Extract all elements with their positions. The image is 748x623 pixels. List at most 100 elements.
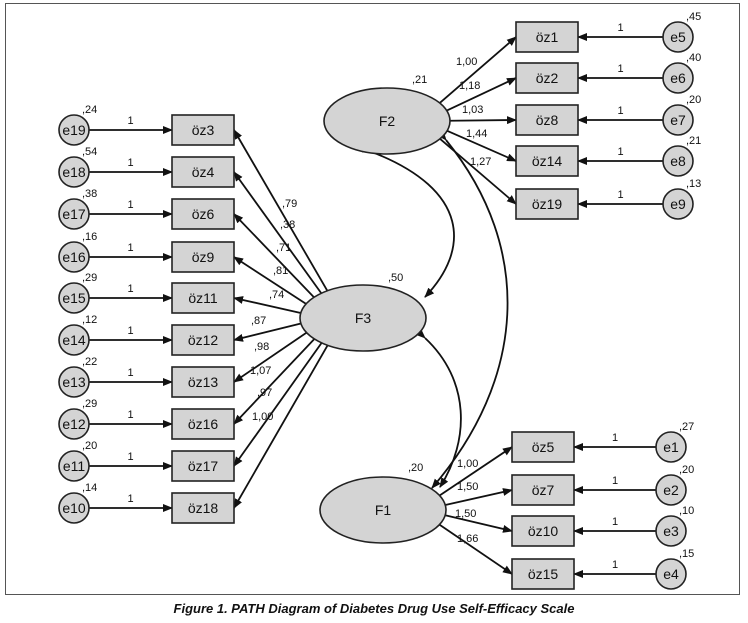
error-circle bbox=[58, 198, 90, 230]
error-variance-label: ,13 bbox=[686, 178, 701, 190]
loading-label: 1,50 bbox=[455, 508, 476, 520]
error-variance-label: ,20 bbox=[679, 464, 694, 476]
error-path-label: 1 bbox=[612, 475, 618, 487]
error-path-label: 1 bbox=[617, 63, 623, 75]
error-circle bbox=[58, 450, 90, 482]
loading-path-z4 bbox=[233, 171, 323, 294]
error-e7: e7 bbox=[662, 104, 694, 136]
latent-f3: F3 bbox=[299, 284, 427, 352]
indicator-box bbox=[511, 431, 575, 463]
loading-path-z6 bbox=[233, 213, 315, 298]
error-label: e18 bbox=[62, 164, 86, 180]
indicator-z13: öz13 bbox=[171, 366, 235, 398]
error-circle bbox=[58, 324, 90, 356]
indicator-z19: öz19 bbox=[515, 188, 579, 220]
error-e15: e15 bbox=[58, 282, 90, 314]
loading-path-z8 bbox=[449, 116, 517, 125]
loading-label: 1,18 bbox=[459, 80, 480, 92]
latent-label: F1 bbox=[375, 502, 392, 518]
error-circle bbox=[58, 241, 90, 273]
indicator-box bbox=[515, 145, 579, 177]
loading-label: ,74 bbox=[269, 289, 284, 301]
loading-label: ,81 bbox=[273, 265, 288, 277]
covariance-f2-f3 bbox=[362, 145, 455, 298]
latent-variance-label: ,21 bbox=[412, 74, 427, 86]
indicator-z4: öz4 bbox=[171, 156, 235, 188]
error-path-label: 1 bbox=[127, 157, 133, 169]
error-label: e4 bbox=[663, 566, 679, 582]
error-circle bbox=[655, 474, 687, 506]
loading-path-z14 bbox=[446, 129, 517, 162]
error-path-label: 1 bbox=[127, 493, 133, 505]
error-circle bbox=[662, 21, 694, 53]
indicator-box bbox=[171, 492, 235, 524]
indicator-box bbox=[171, 450, 235, 482]
loading-path-z5 bbox=[439, 446, 513, 497]
latent-ellipse bbox=[319, 476, 447, 544]
error-variance-label: ,21 bbox=[686, 135, 701, 147]
indicator-z12: öz12 bbox=[171, 324, 235, 356]
indicator-z14: öz14 bbox=[515, 145, 579, 177]
error-variance-label: ,14 bbox=[82, 482, 97, 494]
loading-label: 1,00 bbox=[252, 411, 273, 423]
error-variance-label: ,20 bbox=[686, 94, 701, 106]
indicator-box bbox=[171, 156, 235, 188]
indicator-label: öz15 bbox=[528, 566, 559, 582]
error-label: e3 bbox=[663, 523, 679, 539]
indicator-label: öz13 bbox=[188, 374, 219, 390]
error-e4: e4 bbox=[655, 558, 687, 590]
error-circle bbox=[662, 188, 694, 220]
indicator-z3: öz3 bbox=[171, 114, 235, 146]
indicator-z18: öz18 bbox=[171, 492, 235, 524]
loading-label: 1,66 bbox=[457, 533, 478, 545]
indicator-box bbox=[511, 474, 575, 506]
loading-label: 1,03 bbox=[462, 104, 483, 116]
error-label: e13 bbox=[62, 374, 86, 390]
error-path-label: 1 bbox=[612, 559, 618, 571]
error-path-label: 1 bbox=[612, 432, 618, 444]
error-label: e16 bbox=[62, 249, 86, 265]
error-e13: e13 bbox=[58, 366, 90, 398]
indicator-label: öz2 bbox=[536, 70, 559, 86]
error-path-label: 1 bbox=[127, 367, 133, 379]
error-variance-label: ,24 bbox=[82, 104, 97, 116]
error-label: e6 bbox=[670, 70, 686, 86]
loading-path-z17 bbox=[233, 342, 323, 467]
indicator-box bbox=[171, 282, 235, 314]
covariance-f2-f1 bbox=[431, 130, 509, 489]
error-circle bbox=[58, 156, 90, 188]
error-variance-label: ,29 bbox=[82, 398, 97, 410]
paths-layer bbox=[89, 33, 663, 578]
indicator-box bbox=[511, 515, 575, 547]
indicator-label: öz8 bbox=[536, 112, 559, 128]
error-circle bbox=[58, 492, 90, 524]
error-label: e1 bbox=[663, 439, 679, 455]
error-circle bbox=[662, 145, 694, 177]
indicator-box bbox=[171, 114, 235, 146]
latent-label: F2 bbox=[379, 113, 396, 129]
latent-f1: F1 bbox=[319, 476, 447, 544]
indicator-label: öz16 bbox=[188, 416, 219, 432]
indicator-box bbox=[515, 21, 579, 53]
error-e6: e6 bbox=[662, 62, 694, 94]
error-variance-label: ,40 bbox=[686, 52, 701, 64]
error-variance-label: ,10 bbox=[679, 505, 694, 517]
loading-label: 1,50 bbox=[457, 481, 478, 493]
error-circle bbox=[58, 114, 90, 146]
error-circle bbox=[655, 515, 687, 547]
indicator-z2: öz2 bbox=[515, 62, 579, 94]
loading-path-z2 bbox=[446, 77, 517, 112]
loading-path-z10 bbox=[444, 514, 513, 533]
error-label: e9 bbox=[670, 196, 686, 212]
error-label: e17 bbox=[62, 206, 86, 222]
covariance-f3-f1 bbox=[415, 328, 462, 488]
latent-f2: F2 bbox=[323, 87, 451, 155]
indicator-z8: öz8 bbox=[515, 104, 579, 136]
indicator-box bbox=[171, 324, 235, 356]
indicator-box bbox=[171, 408, 235, 440]
loading-label: 1,27 bbox=[470, 156, 491, 168]
error-label: e5 bbox=[670, 29, 686, 45]
error-path-label: 1 bbox=[127, 451, 133, 463]
